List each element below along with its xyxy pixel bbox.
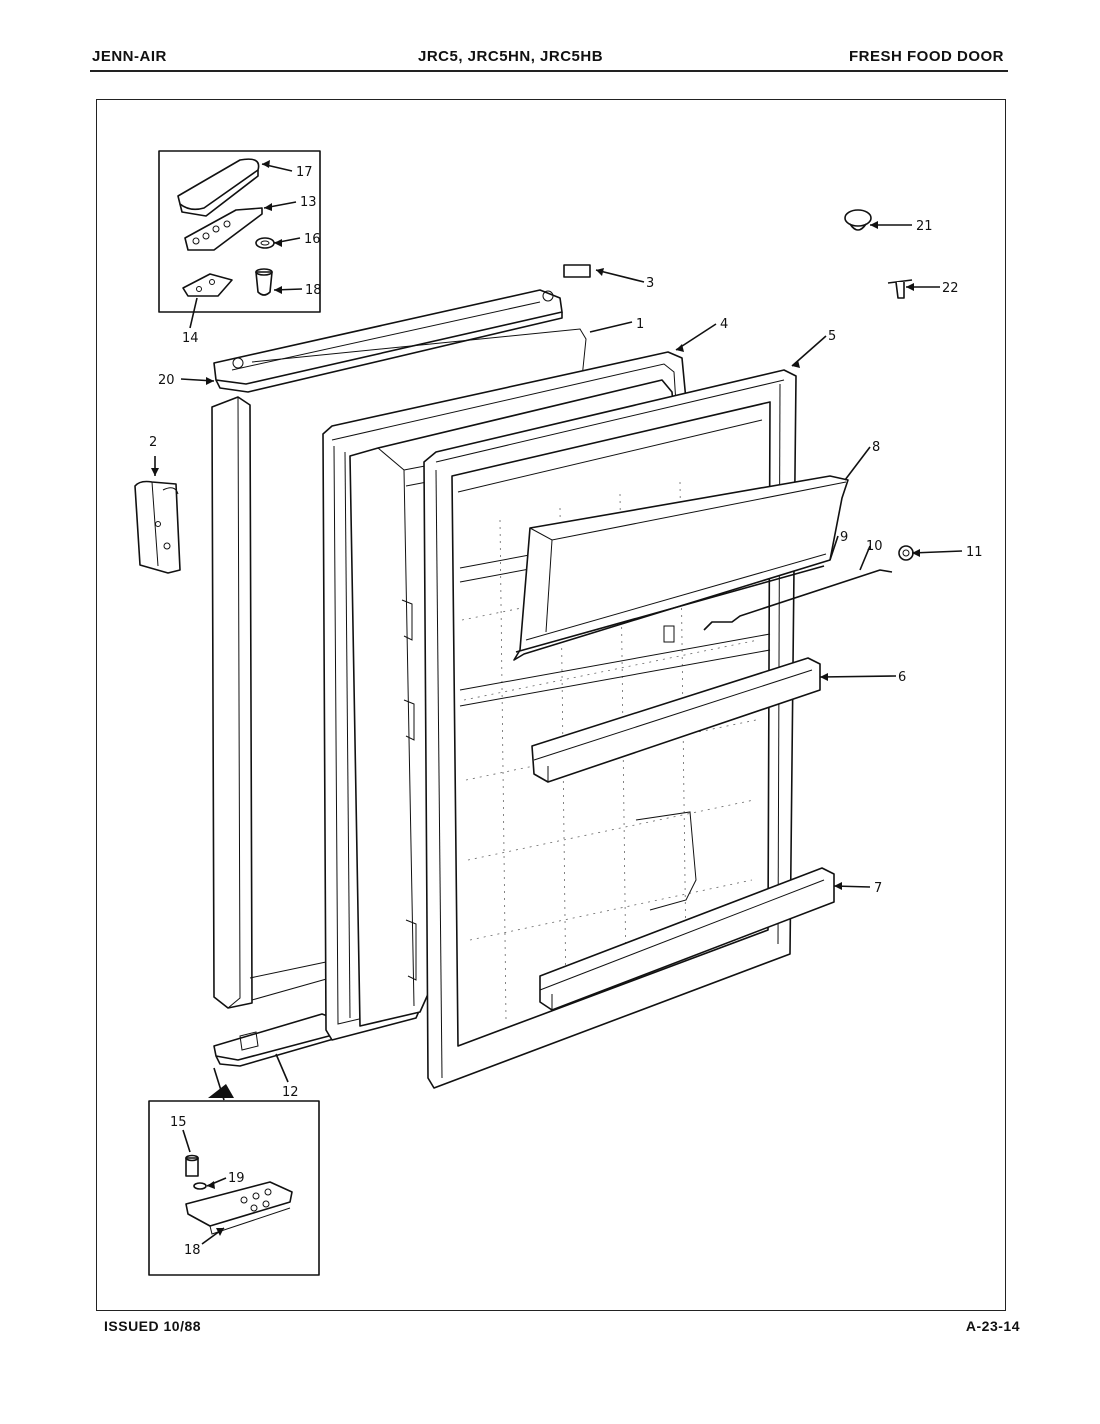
callout-8: 8 <box>872 440 880 455</box>
callout-11: 11 <box>966 545 983 560</box>
part-wire <box>703 569 893 631</box>
callout-7: 7 <box>874 881 882 896</box>
callout-12: 12 <box>282 1085 299 1100</box>
part-button-cap <box>844 209 872 231</box>
issued-date: ISSUED 10/88 <box>104 1318 202 1334</box>
callout-1: 1 <box>636 317 644 332</box>
bottom-hinge-inset <box>148 1067 320 1276</box>
part-top-cap <box>213 289 563 393</box>
callout-20: 20 <box>158 373 175 388</box>
header-rule <box>90 70 1008 72</box>
callout-18-top: 18 <box>305 283 322 298</box>
part-door-shelf <box>513 475 849 661</box>
section-title: FRESH FOOD DOOR <box>848 48 1004 65</box>
callout-3: 3 <box>646 276 654 291</box>
brand-title: JENN-AIR <box>92 48 167 65</box>
callout-21: 21 <box>916 219 933 234</box>
callout-2: 2 <box>149 435 157 450</box>
top-hinge-inset <box>158 150 321 313</box>
diagram-frame <box>96 99 1006 1311</box>
part-middle-rail <box>531 657 821 783</box>
callout-5: 5 <box>828 329 836 344</box>
part-label <box>563 264 591 278</box>
leader-arrowheads <box>151 160 920 1236</box>
callout-22: 22 <box>942 281 959 296</box>
callout-16: 16 <box>304 232 321 247</box>
callout-9: 9 <box>840 530 848 545</box>
callout-15: 15 <box>170 1115 187 1130</box>
part-hinge-bracket <box>134 480 181 574</box>
model-numbers: JRC5, JRC5HN, JRC5HB <box>418 48 604 65</box>
callout-4: 4 <box>720 317 728 332</box>
callout-19: 19 <box>228 1171 245 1186</box>
callout-14: 14 <box>182 331 199 346</box>
part-screw <box>898 545 914 561</box>
page-code: A-23-14 <box>965 1318 1020 1334</box>
callout-17: 17 <box>296 165 313 180</box>
part-side-trim <box>211 328 587 1009</box>
callout-labels: 17 13 16 18 14 20 2 1 3 4 5 8 9 10 11 6 … <box>149 165 983 1258</box>
part-bottom-rail <box>539 867 835 1011</box>
callout-10: 10 <box>866 539 883 554</box>
callout-6: 6 <box>898 670 906 685</box>
callout-18-bottom: 18 <box>184 1243 201 1258</box>
part-rivet <box>887 279 913 299</box>
part-bottom-cap <box>213 961 345 1067</box>
callout-13: 13 <box>300 195 317 210</box>
